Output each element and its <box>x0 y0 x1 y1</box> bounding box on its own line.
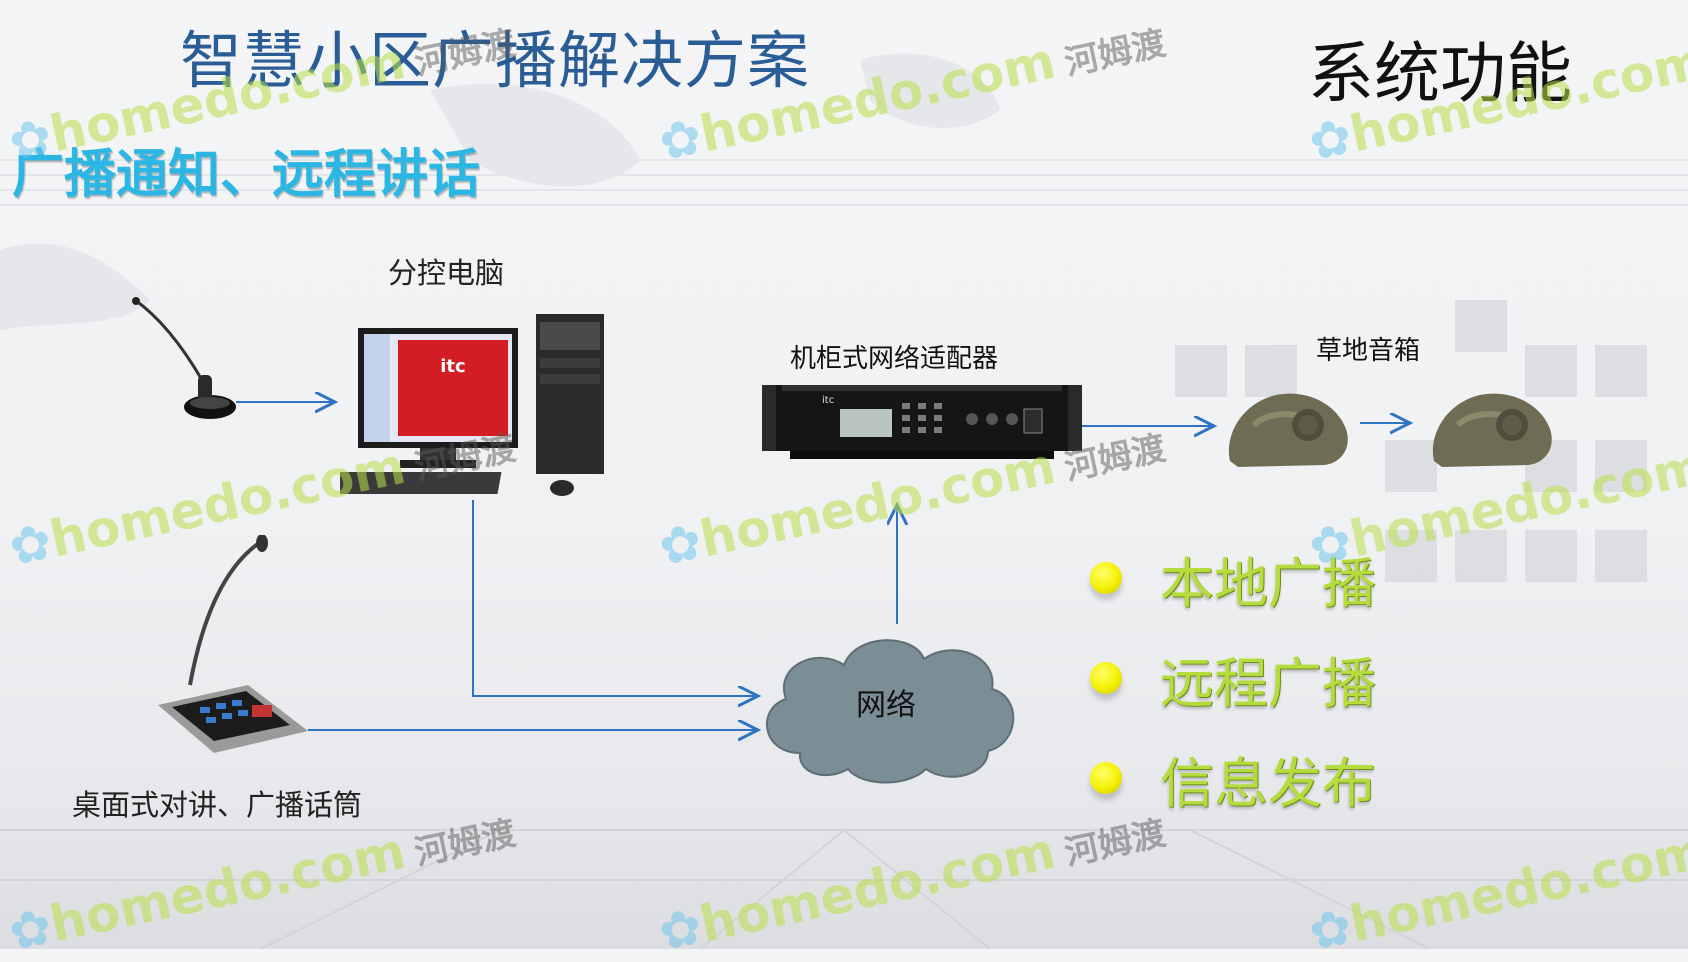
section-title: 系统功能 <box>1308 35 1572 112</box>
computer-to-network-arrow <box>472 500 758 696</box>
computer-label: 分控电脑 <box>388 256 505 290</box>
microphone-icon <box>132 297 236 419</box>
speaker-label: 草地音箱 <box>1316 336 1421 366</box>
desktop-console-microphone-icon <box>158 535 308 753</box>
bullet-icon <box>1090 562 1122 594</box>
bullet-icon <box>1090 762 1122 794</box>
list-item: 本地广播 <box>1090 528 1376 628</box>
list-item: 远程广播 <box>1090 628 1376 728</box>
feature-text: 远程广播 <box>1160 651 1376 715</box>
feature-text: 本地广播 <box>1160 551 1376 615</box>
slide-subtitle: 广播通知、远程讲话 <box>12 144 481 205</box>
bullet-icon <box>1090 662 1122 694</box>
network-cloud-icon <box>766 639 1015 784</box>
page-title: 智慧小区广播解决方案 <box>180 24 811 97</box>
lawn-speaker-icon <box>1228 393 1348 467</box>
computer-icon: itc <box>340 314 604 496</box>
adapter-label: 机柜式网络适配器 <box>790 344 999 374</box>
network-label: 网络 <box>856 688 916 723</box>
list-item: 信息发布 <box>1090 728 1376 828</box>
feature-list: 本地广播 远程广播 信息发布 <box>1090 528 1376 828</box>
network-adapter-icon: itc <box>762 385 1082 459</box>
svg-text:itc: itc <box>440 356 465 377</box>
feature-text: 信息发布 <box>1160 751 1376 815</box>
svg-text:itc: itc <box>822 395 834 406</box>
lawn-speaker-icon <box>1432 393 1552 467</box>
console-label: 桌面式对讲、广播话筒 <box>72 788 363 822</box>
